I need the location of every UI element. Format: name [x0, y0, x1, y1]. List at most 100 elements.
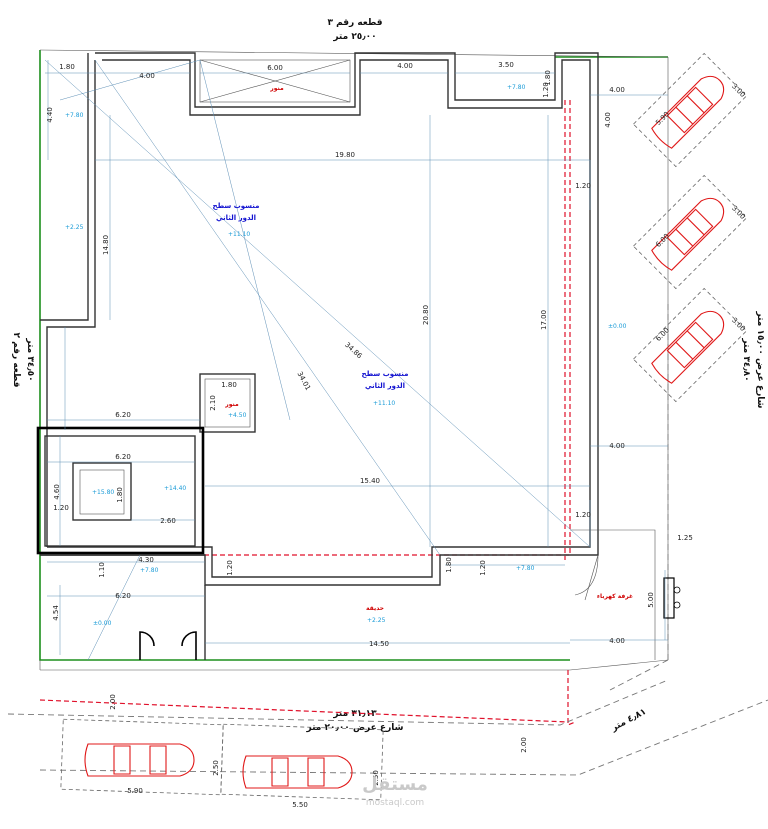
dim-label: 5.50: [292, 801, 308, 809]
dim-label: 6.20: [115, 453, 131, 461]
dim-label: 2.00: [109, 694, 117, 710]
dim-label: 1.20: [575, 511, 591, 519]
dim-label: 3.00: [730, 82, 747, 99]
dim-label: 1.80: [544, 70, 552, 86]
dim-label: 4.00: [609, 442, 625, 450]
street-right-title: شارع عرض ١٥٫٠٠ متر: [755, 310, 765, 408]
dim-label: 6.20: [115, 592, 131, 600]
plot-top-title: قطعه رقم ٣: [327, 18, 382, 28]
plot-left-title: قطعه رقم ٢: [11, 332, 21, 387]
dim-label: 1.80: [116, 487, 124, 503]
level-mark: ±0.00: [608, 323, 627, 330]
dim-label: 4.40: [46, 107, 54, 123]
dim-label: 34.01: [296, 370, 312, 391]
level-marks: +7.80 +7.80 +2.25 +11.10 +11.10 +4.50 +1…: [65, 84, 627, 627]
dim-label: 4.00: [604, 112, 612, 128]
dim-label: 14.80: [102, 235, 110, 255]
level-mark: +7.80: [507, 84, 526, 91]
dim-label: 4.00: [139, 72, 155, 80]
level-mark: +15.80: [92, 489, 114, 496]
watermark: مستقل mostaql.com: [362, 774, 428, 808]
diagonal-lines: [44, 59, 591, 661]
street-bottom-length: ٣١٫١٣ متر: [332, 709, 377, 719]
dim-label: 1.20: [479, 560, 487, 576]
dim-label: 6.00: [654, 232, 671, 249]
roof-label-1b: الدور الثاني: [216, 214, 256, 222]
street-bottom-title: شارع عرض ٢٠٫٠٠ متر: [305, 723, 403, 733]
dim-label: 5.00: [647, 592, 655, 608]
dim-label: 14.50: [369, 640, 389, 648]
dim-label: 1.10: [98, 562, 106, 578]
level-mark: +2.25: [367, 617, 386, 624]
dim-label: 15.40: [360, 477, 380, 485]
car-icon: [242, 755, 353, 789]
building-walls: [36, 52, 656, 660]
level-mark: +11.10: [373, 400, 395, 407]
watermark-site: mostaql.com: [366, 798, 424, 808]
dim-label: 1.20: [226, 560, 234, 576]
dim-label: 1.80: [445, 557, 453, 573]
dim-label: 2.00: [520, 737, 528, 753]
dim-label: 1.20: [53, 504, 69, 512]
street-lines: [7, 300, 768, 776]
dim-label: 2.10: [209, 395, 217, 411]
dim-label: 4.00: [609, 637, 625, 645]
dim-label: 6.00: [267, 64, 283, 72]
car-icon: [651, 75, 725, 149]
car-icon: [84, 743, 195, 777]
car-icon: [651, 310, 725, 384]
dim-label: 1.80: [59, 63, 75, 71]
roof-label-1: منسوب سطح: [213, 202, 260, 210]
corner-length: ٤٫٨١ متر: [609, 707, 648, 734]
top-shaft: [199, 59, 351, 103]
level-mark: +7.80: [65, 112, 84, 119]
dim-label: 4.60: [53, 484, 61, 500]
dim-label: 34.86: [343, 341, 364, 361]
dim-label: 19.80: [335, 151, 355, 159]
level-mark: +7.80: [516, 565, 535, 572]
dim-label: 1.20: [542, 82, 550, 98]
plot-left-area: ٣٤٫٥٠ متر: [25, 337, 35, 381]
dim-label: 3.50: [498, 61, 514, 69]
roof-label-2b: الدور الثاني: [365, 382, 405, 390]
level-mark: ±0.00: [93, 620, 112, 627]
dim-label: 1.20: [575, 182, 591, 190]
plot-top-area: ٢٥٫٠٠ متر: [332, 32, 376, 42]
level-mark: +7.80: [140, 567, 159, 574]
dimension-texts: 1.80 4.00 6.00 4.00 3.50 1.80 4.40 19.80…: [46, 61, 747, 809]
area-labels: منسوب سطح الدور الثاني منسوب سطح الدور ا…: [213, 85, 634, 612]
level-mark: +14.40: [164, 485, 186, 492]
setback-line: [39, 100, 576, 726]
dim-label: 1.80: [221, 381, 237, 389]
dim-label: 5.90: [127, 787, 143, 795]
level-mark: +11.10: [228, 231, 250, 238]
dim-label: 4.54: [52, 605, 60, 621]
dim-label: 4.30: [138, 556, 154, 564]
mid-shaft: [199, 373, 256, 433]
dim-label: 2.50: [212, 760, 220, 776]
car-icon: [651, 197, 725, 271]
shaft-label-mid: منور: [224, 401, 239, 408]
gate-door: [139, 577, 681, 660]
dim-label: 5.90: [654, 110, 671, 127]
dim-label: 4.00: [397, 62, 413, 70]
dim-label: 3.00: [730, 204, 747, 221]
watermark-brand: مستقل: [362, 774, 428, 795]
dim-label: 6.20: [115, 411, 131, 419]
left-stair-block: [36, 426, 205, 555]
shaft-label-top: منور: [269, 85, 284, 92]
garden-label: حديقة: [366, 605, 384, 612]
dimension-lines: [45, 60, 668, 655]
level-mark: +2.25: [65, 224, 84, 231]
dim-label: 4.00: [609, 86, 625, 94]
dim-label: 20.80: [422, 305, 430, 325]
parking-right: [632, 52, 748, 403]
dim-label: 3.00: [730, 316, 747, 333]
dim-label: 1.25: [677, 534, 693, 542]
elec-room-label: غرفة كهرباء: [597, 593, 633, 600]
dim-label: 17.00: [540, 310, 548, 330]
dim-label: 2.60: [160, 517, 176, 525]
dim-label: 2.50: [372, 770, 380, 786]
roof-label-2: منسوب سطح: [362, 370, 409, 378]
